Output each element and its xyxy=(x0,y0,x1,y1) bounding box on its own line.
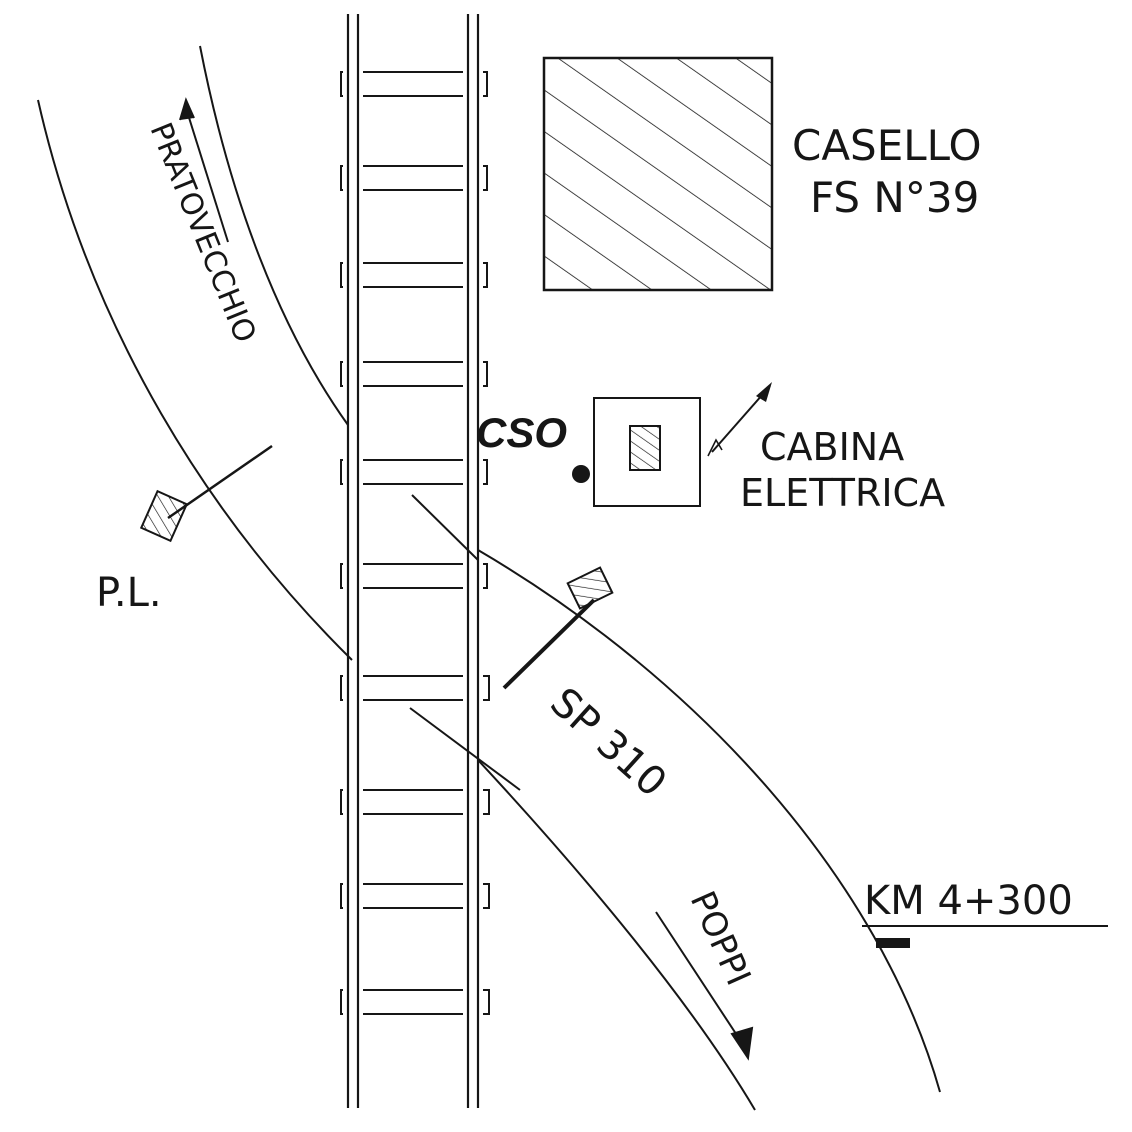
km-marker xyxy=(862,925,1108,948)
arrow-poppi xyxy=(655,911,745,1047)
sleeper xyxy=(340,789,490,815)
sleeper xyxy=(340,262,488,288)
poppi-label: POPPI xyxy=(682,885,759,991)
sp-label: SP 310 xyxy=(541,679,675,806)
road-edge-inner-left xyxy=(199,45,349,426)
km-label: KM 4+300 xyxy=(864,878,1073,924)
sleeper xyxy=(340,165,488,191)
cabina-elettrica xyxy=(593,382,772,507)
sleeper xyxy=(340,675,490,701)
railway-track xyxy=(340,14,490,1108)
casello-label-line2: FS N°39 xyxy=(810,173,979,222)
sleeper xyxy=(340,361,488,387)
arrow-pratovecchio xyxy=(185,107,229,243)
cabina-pointer-icon xyxy=(756,382,772,402)
rails xyxy=(343,14,483,1108)
casello-building xyxy=(542,56,774,292)
cabina-squiggle xyxy=(707,438,723,457)
barrier-box-right xyxy=(566,566,614,610)
cso-point-icon xyxy=(572,465,590,483)
road-edge-lower-right xyxy=(477,759,756,1111)
pl-label: P.L. xyxy=(96,570,162,616)
sleeper xyxy=(340,883,490,909)
arrow-down-icon xyxy=(730,1026,754,1061)
sleeper xyxy=(340,71,488,97)
direction-arrows xyxy=(179,97,754,1061)
cabina-label-line1: CABINA xyxy=(760,425,904,469)
road-sp310 xyxy=(37,45,941,1111)
sleeper xyxy=(340,563,488,589)
crossing-line-upper xyxy=(411,494,479,561)
barrier-arm-right xyxy=(502,598,596,690)
road-edge-upper-right xyxy=(477,549,941,1093)
pratovecchio-label: PRATOVECCHIO xyxy=(143,118,263,348)
cso-label: CSO xyxy=(476,409,567,456)
barrier-box-left xyxy=(139,489,189,543)
sleeper xyxy=(340,989,490,1015)
sleeper xyxy=(340,459,488,485)
cabina-inner-hatch xyxy=(629,425,661,471)
casello-label-line1: CASELLO xyxy=(792,121,982,170)
road-edge-outer-left xyxy=(37,99,353,661)
crossing-line-lower xyxy=(409,707,521,791)
railway-sleepers xyxy=(340,71,490,1015)
level-crossing-barriers xyxy=(139,444,614,690)
cabina-label-line2: ELETTRICA xyxy=(740,471,945,515)
km-post-icon xyxy=(876,938,910,948)
arrow-up-icon xyxy=(179,97,195,121)
